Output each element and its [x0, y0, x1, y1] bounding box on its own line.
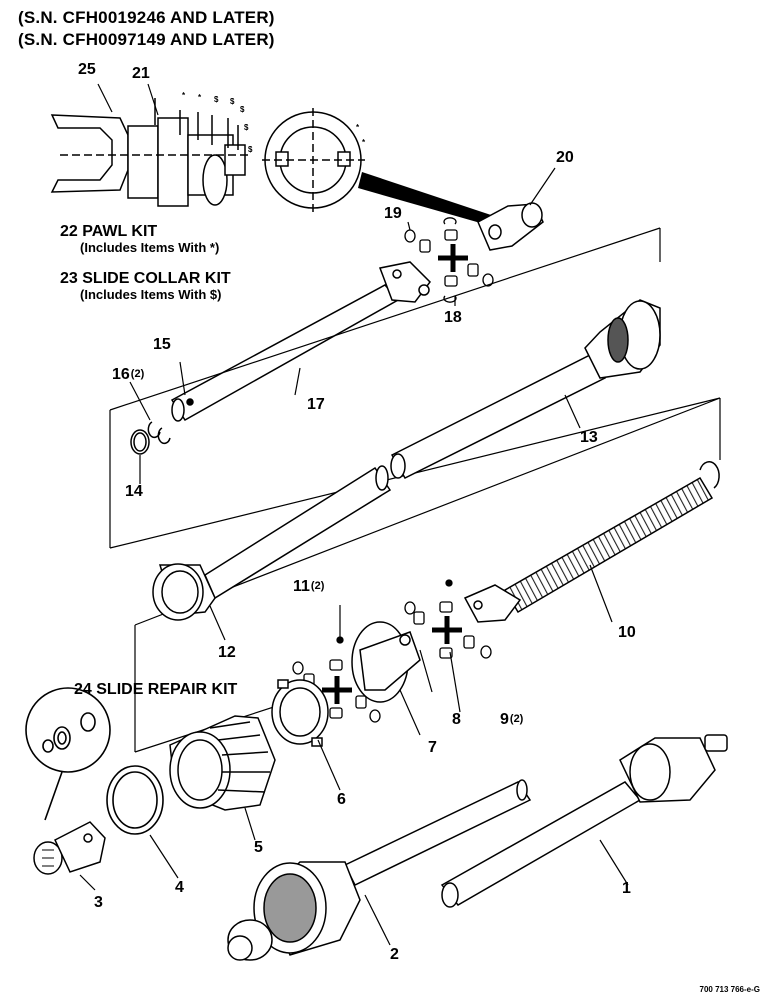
slide-collar-kit-label: 23 SLIDE COLLAR KIT (Includes Items With… [60, 270, 231, 303]
part-12-shield-tube [152, 465, 392, 621]
callout-16-number: 16 [112, 366, 130, 383]
pawl-kit-label: 22 PAWL KIT (Includes Items With *) [60, 223, 219, 256]
callout-2: 2 [390, 946, 399, 963]
callout-4: 4 [175, 879, 184, 896]
leader-lines [79, 83, 629, 946]
callout-17: 17 [307, 396, 325, 413]
slide-repair-kit-title: 24 SLIDE REPAIR KIT [74, 681, 238, 698]
part-18-cross-and-bearings [404, 217, 494, 303]
svg-text:$: $ [214, 95, 219, 104]
part-13-outer-tube [390, 299, 661, 479]
svg-text:*: * [362, 138, 366, 147]
callout-3: 3 [94, 894, 103, 911]
part-5-cone [169, 715, 276, 811]
svg-text:$: $ [240, 105, 245, 114]
part-20-yoke [477, 202, 544, 251]
callout-20: 20 [556, 149, 574, 166]
callout-9-number: 9 [500, 711, 509, 728]
callout-6: 6 [337, 791, 346, 808]
part-3-yoke [33, 821, 106, 875]
pawl-yoke-detail [50, 98, 248, 207]
serial-number-line-1: (S.N. CFH0019246 AND LATER) [18, 8, 275, 27]
kit-markers: * * $ $ $ $ $ * * [182, 91, 366, 154]
callout-10: 10 [618, 624, 636, 641]
callout-9: 9(2) [500, 712, 523, 728]
callout-11-number: 11 [293, 578, 310, 595]
drawing-code: 700 713 766-e-G [699, 985, 761, 994]
svg-text:$: $ [248, 145, 253, 154]
part-1-tube-assembly [440, 734, 728, 908]
callout-9-qty: (2) [509, 713, 524, 725]
callout-13: 13 [580, 429, 598, 446]
callout-25: 25 [78, 61, 96, 78]
serial-number-line-2: (S.N. CFH0097149 AND LATER) [18, 30, 275, 49]
callout-11: 11(2) [293, 579, 324, 595]
part-10-splined-shaft [463, 461, 720, 623]
callout-18: 18 [444, 309, 462, 326]
callout-15: 15 [153, 336, 171, 353]
callout-21: 21 [132, 65, 150, 82]
svg-text:$: $ [230, 97, 235, 106]
svg-text:*: * [198, 93, 202, 102]
part-8-9-cross [404, 579, 492, 659]
svg-text:$: $ [244, 123, 249, 132]
pawl-kit-note: (Includes Items With *) [80, 240, 220, 256]
svg-text:*: * [356, 123, 360, 132]
callout-16: 16(2) [112, 367, 144, 383]
callout-1: 1 [622, 880, 631, 897]
detail-pointer [358, 172, 505, 230]
callout-11-qty: (2) [310, 580, 325, 592]
part-7-yoke [351, 621, 421, 703]
pawl-section-view [262, 108, 365, 212]
slide-repair-kit-inset [25, 687, 111, 821]
slide-collar-kit-note: (Includes Items With $) [80, 287, 222, 303]
part-6-bearing-ring [271, 679, 329, 747]
part-14-16-rings [130, 421, 171, 455]
part-11-cross [292, 636, 381, 723]
callout-5: 5 [254, 839, 263, 856]
callout-8: 8 [452, 711, 461, 728]
callout-12: 12 [218, 644, 236, 661]
callout-19: 19 [384, 205, 402, 222]
svg-text:*: * [182, 91, 186, 100]
slide-repair-kit-label: 24 SLIDE REPAIR KIT [74, 681, 237, 699]
callout-7: 7 [428, 739, 437, 756]
part-2-guard-assembly [227, 779, 532, 961]
callout-14: 14 [125, 483, 143, 500]
slide-collar-kit-title: 23 SLIDE COLLAR KIT [60, 270, 231, 287]
callout-16-qty: (2) [130, 368, 145, 380]
pawl-kit-title: 22 PAWL KIT [60, 223, 158, 240]
part-4-ring [106, 765, 164, 835]
